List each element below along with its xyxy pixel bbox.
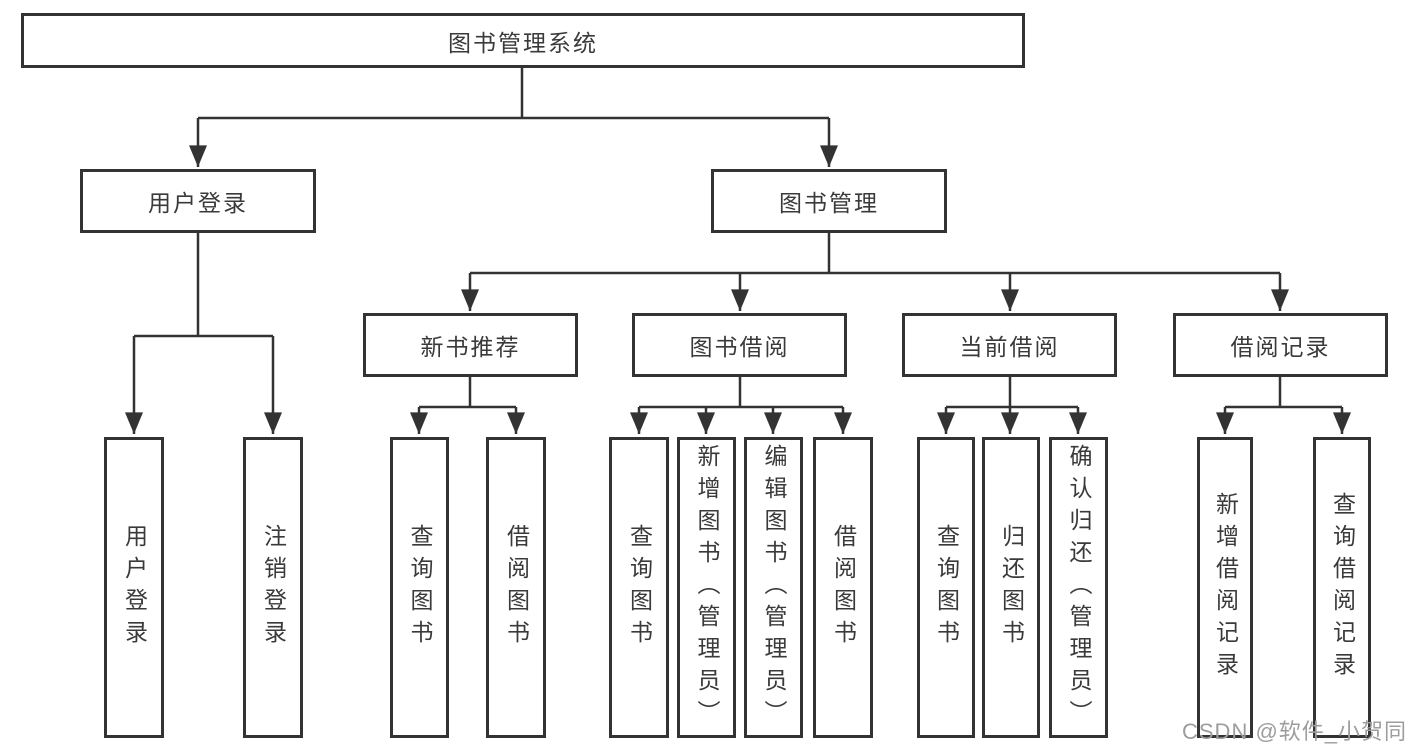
node-current-borrowing: 当前借阅 — [902, 313, 1117, 377]
node-borrowing-records: 借阅记录 — [1173, 313, 1388, 377]
node-leaf-query-books-current-label: 查询图书 — [933, 523, 960, 652]
node-leaf-logout-label: 注销登录 — [260, 523, 287, 652]
node-root-system: 图书管理系统 — [21, 13, 1025, 68]
node-book-management-label: 图书管理 — [779, 190, 879, 216]
node-leaf-query-books-recommend: 查询图书 — [390, 437, 449, 738]
node-new-book-recommend: 新书推荐 — [363, 313, 578, 377]
node-book-management: 图书管理 — [711, 169, 947, 233]
node-book-borrowing: 图书借阅 — [632, 313, 847, 377]
node-leaf-add-book-admin-label: 新增图书（管理员） — [694, 443, 720, 732]
node-leaf-query-books-recommend-label: 查询图书 — [407, 523, 433, 652]
node-leaf-user-login: 用户登录 — [104, 437, 164, 738]
node-borrowing-records-label: 借阅记录 — [1230, 334, 1331, 360]
node-leaf-edit-book-admin-label: 编辑图书（管理员） — [761, 443, 787, 732]
node-root-label: 图书管理系统 — [448, 29, 598, 56]
node-leaf-query-books-borrowing-label: 查询图书 — [626, 523, 653, 652]
node-leaf-add-book-admin: 新增图书（管理员） — [677, 437, 736, 738]
node-user-login: 用户登录 — [80, 169, 316, 233]
node-leaf-query-books-borrowing: 查询图书 — [609, 437, 669, 738]
node-leaf-query-borrow-record: 查询借阅记录 — [1313, 437, 1371, 738]
node-leaf-borrow-books-label: 借阅图书 — [830, 523, 857, 652]
node-leaf-edit-book-admin: 编辑图书（管理员） — [744, 437, 803, 738]
node-leaf-query-books-current: 查询图书 — [917, 437, 975, 738]
node-leaf-add-borrow-record-label: 新增借阅记录 — [1212, 491, 1239, 684]
node-leaf-confirm-return-admin-label: 确认归还（管理员） — [1066, 443, 1092, 732]
node-leaf-return-books: 归还图书 — [982, 437, 1040, 738]
node-book-borrowing-label: 图书借阅 — [689, 334, 790, 360]
node-leaf-borrow-books-recommend-label: 借阅图书 — [503, 523, 530, 652]
node-leaf-confirm-return-admin: 确认归还（管理员） — [1049, 437, 1108, 738]
node-leaf-user-login-label: 用户登录 — [121, 523, 148, 652]
node-leaf-query-borrow-record-label: 查询借阅记录 — [1329, 491, 1356, 684]
node-leaf-add-borrow-record: 新增借阅记录 — [1197, 437, 1253, 738]
node-user-login-label: 用户登录 — [148, 190, 248, 216]
node-new-book-recommend-label: 新书推荐 — [420, 334, 521, 360]
node-current-borrowing-label: 当前借阅 — [959, 334, 1060, 360]
node-leaf-return-books-label: 归还图书 — [998, 523, 1025, 652]
node-leaf-borrow-books-recommend: 借阅图书 — [486, 437, 546, 738]
csdn-watermark: CSDN @软件_小贺同学 — [1182, 719, 1405, 744]
node-leaf-borrow-books: 借阅图书 — [813, 437, 873, 738]
node-leaf-logout: 注销登录 — [243, 437, 303, 738]
